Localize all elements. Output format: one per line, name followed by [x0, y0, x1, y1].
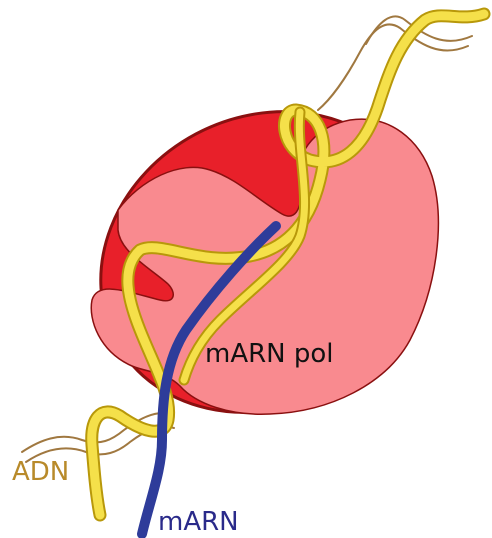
dna-label: ADN: [12, 457, 69, 487]
polymerase-label: mARN pol: [205, 339, 334, 369]
mrna-label: mARN: [158, 507, 239, 537]
